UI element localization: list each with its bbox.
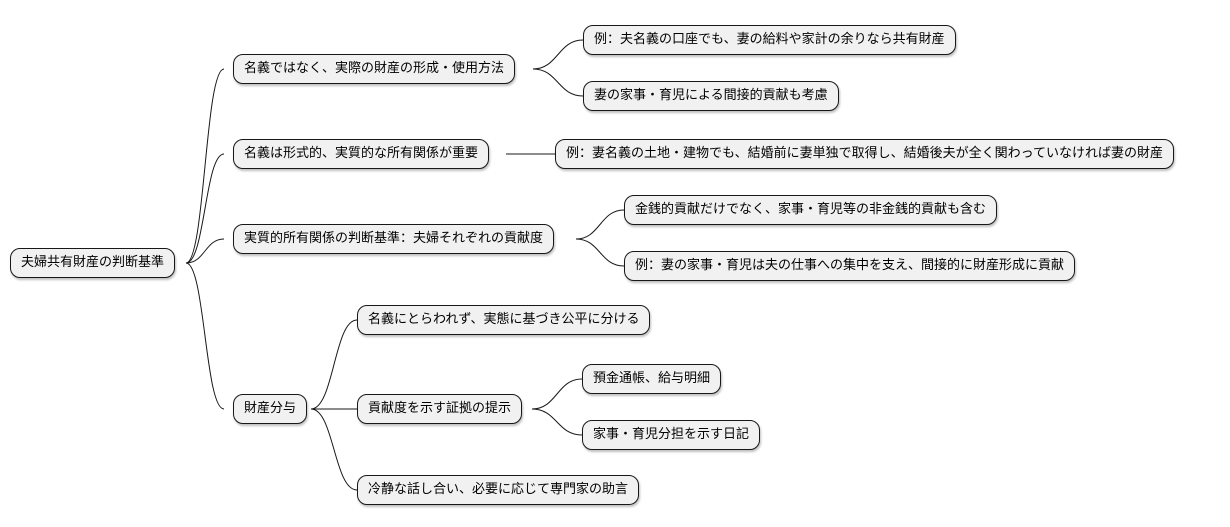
leaf-housework-support-example: 例：妻の家事・育児は夫の仕事への集中を支え、間接的に財産形成に貢献: [624, 251, 1076, 281]
branch-name-vs-actual-use: 名義ではなく、実際の財産の形成・使用方法: [233, 54, 516, 84]
branch-contribution-criteria: 実質的所有関係の判断基準：夫婦それぞれの貢献度: [233, 224, 555, 254]
leaf-husband-account-example: 例：夫名義の口座でも、妻の給料や家計の余りなら共有財産: [583, 25, 956, 55]
leaf-bankbook-payslip: 預金通帳、給与明細: [582, 364, 722, 394]
leaf-non-monetary-contribution: 金銭的貢献だけでなく、家事・育児等の非金銭的貢献も含む: [624, 195, 998, 225]
leaf-housework-diary: 家事・育児分担を示す日記: [582, 420, 761, 450]
node-evidence-of-contribution: 貢献度を示す証拠の提示: [357, 394, 523, 424]
leaf-indirect-contribution: 妻の家事・育児による間接的貢献も考慮: [583, 81, 839, 111]
root-node: 夫婦共有財産の判断基準: [10, 248, 176, 278]
leaf-wife-land-example: 例：妻名義の土地・建物でも、結婚前に妻単独で取得し、結婚後夫が全く関わっていなけ…: [555, 139, 1174, 169]
branch-name-is-formal: 名義は形式的、実質的な所有関係が重要: [233, 139, 490, 169]
branch-property-division: 財産分与: [233, 394, 308, 424]
leaf-calm-discussion: 冷静な話し合い、必要に応じて専門家の助言: [357, 475, 640, 505]
leaf-fair-division: 名義にとらわれず、実態に基づき公平に分ける: [357, 305, 651, 335]
